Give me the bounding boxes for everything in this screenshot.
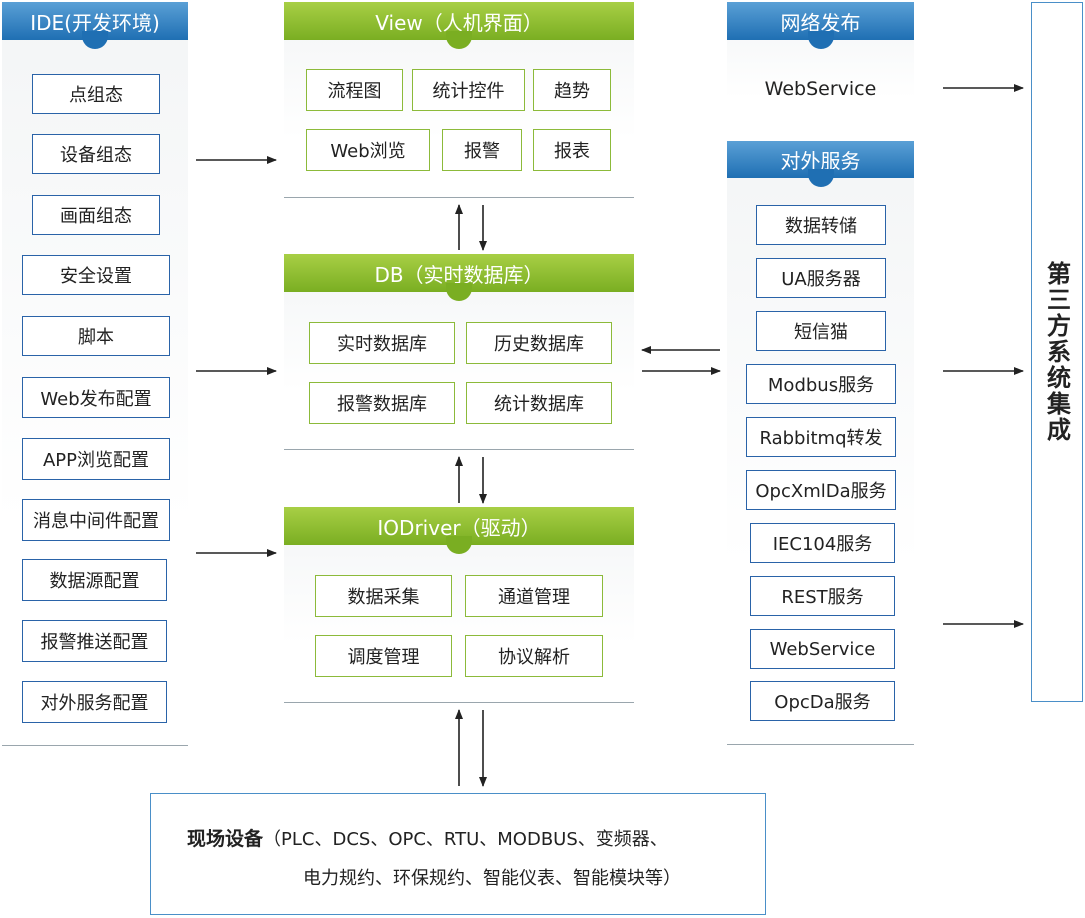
panel-divider [2,745,188,746]
iodriver-item-data-acquisition[interactable]: 数据采集 [315,575,452,617]
header-notch [807,169,834,187]
ide-item-message-middleware-config[interactable]: 消息中间件配置 [22,499,170,541]
field-devices-line2: 电力规约、环保规约、智能仪表、智能模块等） [303,868,681,889]
network-title: 网络发布 [780,10,861,35]
service-item-webservice[interactable]: WebService [750,629,895,669]
db-item-stat-db[interactable]: 统计数据库 [466,382,612,424]
ide-item-datasource-config[interactable]: 数据源配置 [22,559,167,601]
ide-item-app-browse-config[interactable]: APP浏览配置 [22,438,170,480]
iodriver-item-channel-management[interactable]: 通道管理 [465,575,603,617]
ide-item-web-publish-config[interactable]: Web发布配置 [22,377,170,418]
db-item-history-db[interactable]: 历史数据库 [466,322,612,364]
ide-item-security-settings[interactable]: 安全设置 [22,255,170,295]
view-item-report[interactable]: 报表 [533,129,611,171]
header-notch [446,283,472,301]
service-item-sms-modem[interactable]: 短信猫 [756,311,886,351]
service-item-rest[interactable]: REST服务 [750,576,895,616]
service-item-ua-server[interactable]: UA服务器 [756,258,886,298]
ide-item-point-config[interactable]: 点组态 [32,74,160,114]
service-item-rabbitmq[interactable]: Rabbitmq转发 [746,417,896,457]
panel-divider [727,744,914,745]
network-panel: 网络发布 WebService [727,2,914,139]
service-item-opcda[interactable]: OpcDa服务 [750,681,895,721]
db-title: DB（实时数据库） [374,262,544,287]
service-item-modbus[interactable]: Modbus服务 [746,364,896,404]
view-item-web-browse[interactable]: Web浏览 [306,129,430,171]
ide-header: IDE(开发环境) [2,2,188,49]
iodriver-title: IODriver（驱动） [377,515,541,540]
panel-divider [284,197,634,198]
header-notch [807,31,834,49]
service-item-opcxmlda[interactable]: OpcXmlDa服务 [746,470,896,510]
header-notch [82,31,108,49]
header-notch [446,31,472,49]
field-devices-box: 现场设备（PLC、DCS、OPC、RTU、MODBUS、变频器、 电力规约、环保… [150,793,766,915]
db-item-alarm-db[interactable]: 报警数据库 [309,382,455,424]
ide-item-screen-config[interactable]: 画面组态 [32,195,160,235]
view-title: View（人机界面） [375,10,543,35]
view-header: View（人机界面） [284,2,634,49]
network-header: 网络发布 [727,2,914,49]
ide-item-external-service-config[interactable]: 对外服务配置 [22,681,167,723]
services-header: 对外服务 [727,141,914,187]
field-devices-line1: （PLC、DCS、OPC、RTU、MODBUS、变频器、 [263,829,668,850]
ide-title: IDE(开发环境) [30,10,160,35]
ide-item-alarm-push-config[interactable]: 报警推送配置 [22,620,167,662]
ide-item-device-config[interactable]: 设备组态 [32,134,160,174]
db-header: DB（实时数据库） [284,254,634,301]
iodriver-header: IODriver（驱动） [284,507,634,554]
view-item-stat-controls[interactable]: 统计控件 [412,69,525,111]
view-item-trend[interactable]: 趋势 [533,69,611,111]
third-party-integration-box: 第三方系统集成 [1031,2,1083,702]
third-party-label: 第三方系统集成 [1042,261,1071,443]
service-item-iec104[interactable]: IEC104服务 [750,523,895,563]
service-item-data-dump[interactable]: 数据转储 [756,205,886,245]
field-devices-title: 现场设备 [187,828,264,850]
db-item-realtime-db[interactable]: 实时数据库 [309,322,455,364]
view-item-flowchart[interactable]: 流程图 [306,69,403,111]
panel-divider [284,702,634,703]
iodriver-item-protocol-parsing[interactable]: 协议解析 [465,635,603,677]
ide-item-script[interactable]: 脚本 [22,316,170,356]
iodriver-item-scheduling-management[interactable]: 调度管理 [315,635,452,677]
header-notch [446,536,472,554]
view-item-alarm[interactable]: 报警 [442,129,522,171]
network-webservice[interactable]: WebService [764,78,877,100]
panel-divider [284,449,634,450]
